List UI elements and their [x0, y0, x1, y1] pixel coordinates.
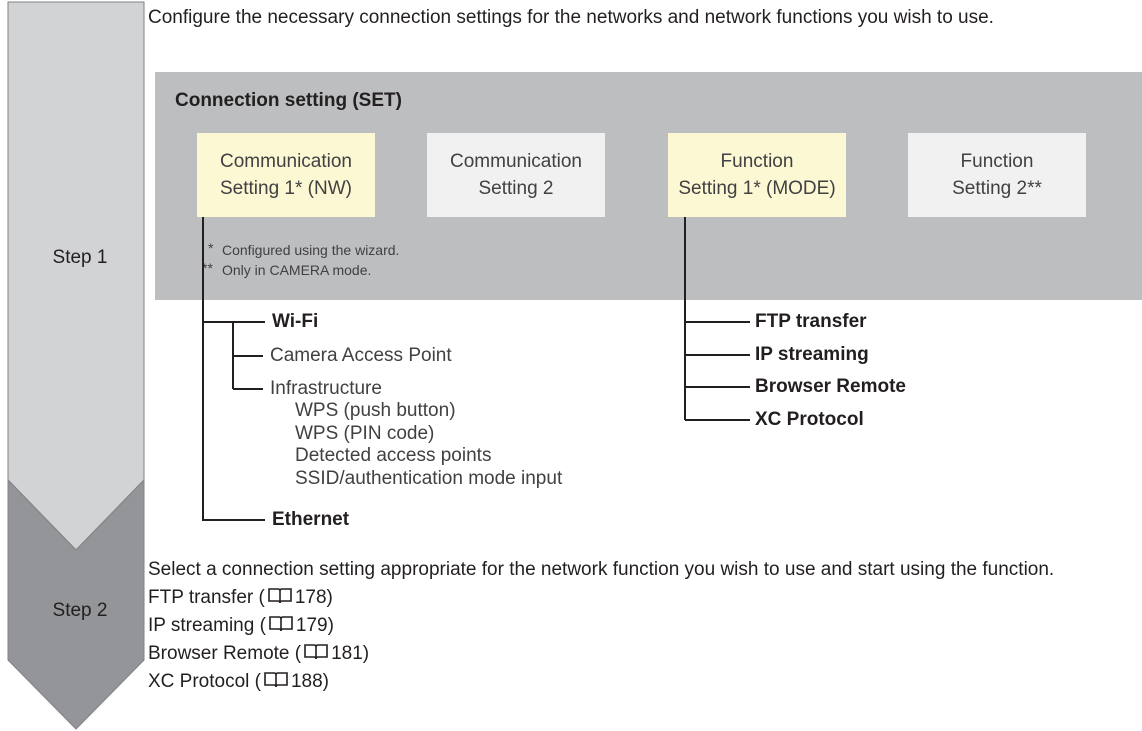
ref-page: 179)	[295, 615, 334, 636]
footnote-wizard: * Configured using the wizard.	[208, 240, 400, 258]
step2-label: Step 2	[52, 600, 108, 621]
step2-text: Select a connection setting appropriate …	[148, 559, 1055, 580]
camera-access-point-label: Camera Access Point	[270, 345, 452, 366]
box-line: Function	[720, 151, 794, 172]
book-icon	[304, 644, 328, 660]
ref-ip-streaming[interactable]: IP streaming ( 179)	[148, 612, 1138, 640]
ref-label: IP streaming (	[148, 615, 266, 636]
ref-page: 188)	[290, 671, 330, 692]
book-icon	[269, 616, 293, 632]
box-line: Setting 1* (NW)	[220, 178, 352, 199]
footnote-mark: **	[202, 260, 213, 276]
box-line: Function	[960, 151, 1034, 172]
infra-option: WPS (push button)	[295, 400, 456, 421]
box-line: Communication	[450, 151, 582, 172]
footnote-text: Only in CAMERA mode.	[222, 262, 372, 278]
step1-arrow	[7, 1, 145, 551]
footnote-camera-mode: ** Only in CAMERA mode.	[202, 260, 372, 278]
step1-label: Step 1	[52, 247, 108, 268]
ref-page: 178)	[294, 587, 333, 608]
wifi-label: Wi-Fi	[272, 311, 319, 332]
step2-arrow	[7, 478, 145, 730]
ref-page: 181)	[331, 643, 370, 664]
ip-streaming-label: IP streaming	[755, 344, 869, 365]
ref-xc-protocol[interactable]: XC Protocol ( 188)	[148, 668, 1138, 696]
ref-browser-remote[interactable]: Browser Remote ( 181)	[148, 640, 1138, 668]
infra-option: Detected access points	[295, 445, 492, 466]
book-icon	[264, 672, 288, 688]
box-line: Setting 2	[478, 178, 554, 199]
infrastructure-label: Infrastructure	[270, 378, 382, 399]
footnote-mark: *	[208, 240, 214, 256]
infra-option: WPS (PIN code)	[295, 422, 435, 444]
ref-label: XC Protocol (	[148, 671, 261, 692]
infrastructure-options: WPS (push button) WPS (PIN code) Detecte…	[295, 400, 562, 490]
box-line: Setting 1* (MODE)	[678, 178, 836, 199]
ref-ftp-transfer[interactable]: FTP transfer ( 178)	[148, 584, 1138, 612]
browser-remote-label: Browser Remote	[755, 376, 906, 397]
panel-title: Connection setting (SET)	[175, 90, 402, 111]
ftp-transfer-label: FTP transfer	[755, 311, 867, 332]
step2-content: Select a connection setting appropriate …	[148, 556, 1138, 696]
box-line: Communication	[220, 151, 352, 172]
infra-option: SSID/authentication mode input	[295, 467, 563, 489]
xc-protocol-label: XC Protocol	[755, 409, 864, 430]
ethernet-label: Ethernet	[272, 509, 350, 530]
book-icon	[268, 588, 292, 604]
box-line: Setting 2**	[952, 178, 1042, 199]
footnote-text: Configured using the wizard.	[222, 242, 400, 258]
ref-label: FTP transfer (	[148, 587, 265, 608]
ref-label: Browser Remote (	[148, 643, 302, 664]
step1-intro-text: Configure the necessary connection setti…	[148, 7, 994, 28]
